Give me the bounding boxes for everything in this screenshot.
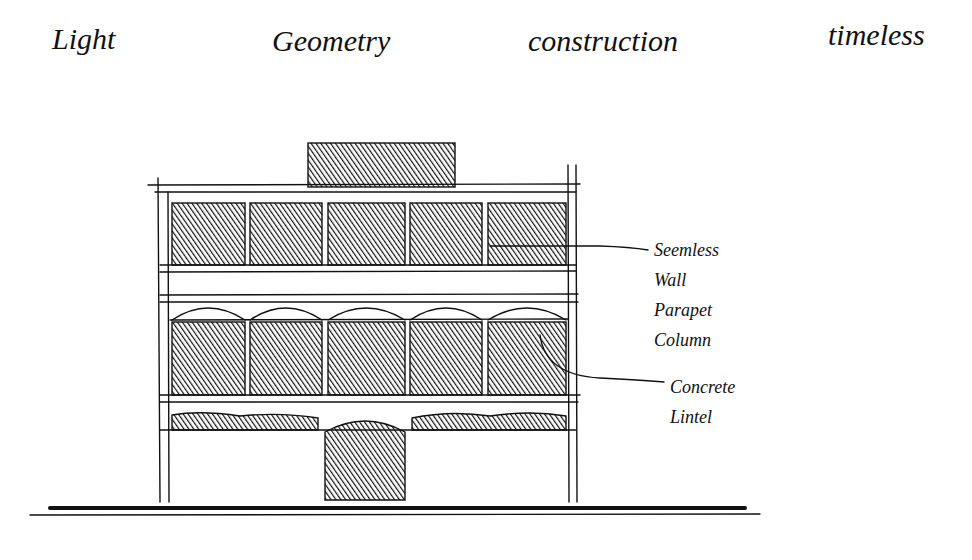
concept-word: Light	[52, 22, 115, 56]
concept-word: timeless	[828, 18, 925, 52]
callout-label: Concrete Lintel	[670, 372, 735, 432]
concept-word: Geometry	[272, 24, 390, 58]
concept-word: construction	[528, 24, 678, 58]
callout-label: Seemless Wall Parapet Column	[654, 235, 719, 355]
